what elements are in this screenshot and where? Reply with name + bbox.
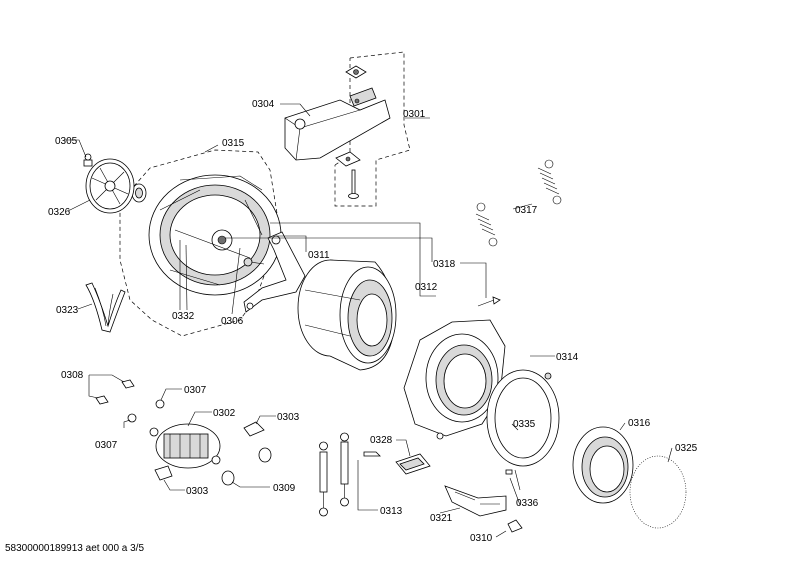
clip-0303a-part <box>243 421 265 437</box>
pin-part <box>363 451 381 457</box>
tub-front-group <box>403 319 687 529</box>
motor-group <box>88 374 276 491</box>
shock-absorber-a-part <box>319 451 328 493</box>
label-0321: 0321 <box>430 513 453 524</box>
label-0308: 0308 <box>61 370 84 381</box>
label-0317: 0317 <box>515 205 538 216</box>
bolt-part <box>351 169 356 195</box>
drawing-reference-footer: 58300000189913 aet 000 a 3/5 <box>5 543 145 554</box>
part-labels: 0301 0302 0303 0303 0304 0305 0306 0307 … <box>48 99 698 544</box>
cap-0309a-part <box>221 470 235 486</box>
screw-0318-part <box>477 299 495 307</box>
label-0323: 0323 <box>56 305 79 316</box>
label-0311: 0311 <box>308 250 330 261</box>
label-0302: 0302 <box>213 408 236 419</box>
pulley-screw-part <box>83 159 93 167</box>
spring-b-part <box>475 213 496 236</box>
label-0307-lower: 0307 <box>95 440 118 451</box>
clip-0336-part <box>505 469 513 475</box>
label-0318: 0318 <box>433 259 456 270</box>
label-0305: 0305 <box>55 136 78 147</box>
cap-0309b-part <box>258 447 272 463</box>
screw-0308a-part <box>121 379 135 389</box>
label-0328: 0328 <box>370 435 393 446</box>
springs-group <box>460 159 562 307</box>
label-0313: 0313 <box>380 506 403 517</box>
door-lock-group <box>395 439 523 538</box>
clip-0303b-part <box>154 465 173 481</box>
counterweight-part <box>284 99 391 161</box>
label-0309: 0309 <box>273 483 296 494</box>
label-0301: 0301 <box>403 109 426 120</box>
drum-group <box>225 222 436 371</box>
spider-bracket-part <box>243 231 306 313</box>
clamp-ring-part <box>629 455 687 529</box>
label-0335: 0335 <box>513 419 536 430</box>
label-0306: 0306 <box>221 316 244 327</box>
shock-absorber-b-part <box>340 441 349 485</box>
label-0325: 0325 <box>675 443 698 454</box>
spring-a-part <box>537 167 560 195</box>
label-0332: 0332 <box>172 311 195 322</box>
screw-0310-part <box>507 519 523 533</box>
label-0304: 0304 <box>252 99 275 110</box>
label-0336: 0336 <box>516 498 539 509</box>
nut-0307b-part <box>127 413 137 423</box>
label-0312: 0312 <box>415 282 438 293</box>
nut-0307a-part <box>155 399 165 409</box>
shock-absorbers-group <box>319 432 381 517</box>
group-0301-outline <box>334 51 411 207</box>
label-0307-upper: 0307 <box>184 385 207 396</box>
label-0314: 0314 <box>556 352 579 363</box>
label-0303-upper: 0303 <box>277 412 300 423</box>
label-0303-lower: 0303 <box>186 486 209 497</box>
label-0316: 0316 <box>628 418 651 429</box>
counterweight-group <box>280 51 430 207</box>
label-0310: 0310 <box>470 533 493 544</box>
screw-0308b-part <box>95 395 109 405</box>
label-0315: 0315 <box>222 138 245 149</box>
label-0326: 0326 <box>48 207 71 218</box>
wiring-harness-part <box>444 485 507 517</box>
